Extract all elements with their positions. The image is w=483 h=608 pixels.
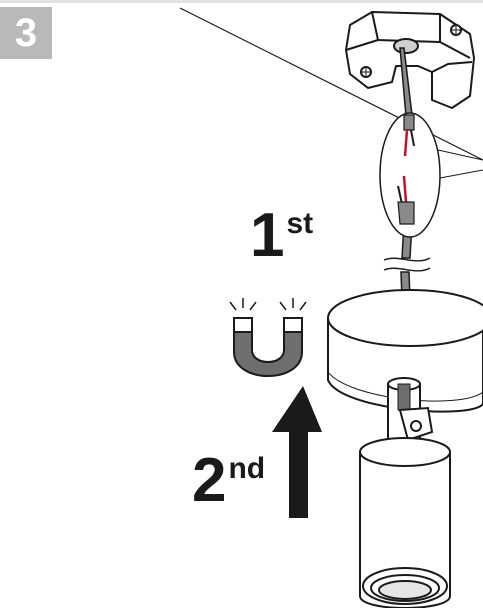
first-label: 1st [250,205,313,267]
cable-break-marks [383,257,431,272]
second-number: 2 [192,446,227,515]
magnet-icon [229,298,307,377]
arrow-up-icon [272,386,322,518]
lamp-joint [387,377,434,447]
second-suffix: nd [228,452,266,485]
pendant-lamp-icon [359,437,451,608]
step-number-badge: 3 [0,7,52,59]
first-suffix: st [286,207,314,240]
top-divider [0,0,483,3]
first-number: 1 [250,201,285,270]
canopy [327,289,483,413]
second-label: 2nd [192,450,265,512]
wire-detail-icon [379,112,483,238]
